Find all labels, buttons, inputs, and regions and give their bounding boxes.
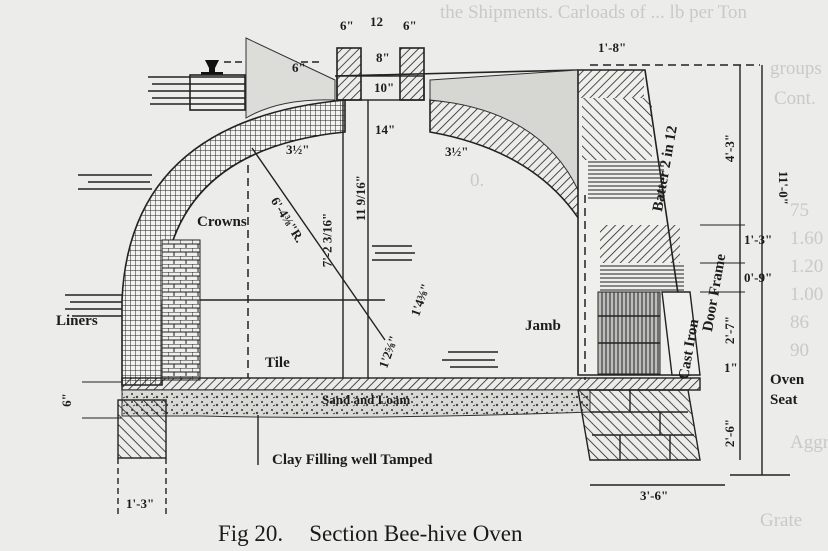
dim-upper-height: 4'-3"	[722, 133, 738, 163]
figure-caption: Fig 20. Section Bee-hive Oven	[218, 521, 549, 547]
background-bleed-fragment: 1.20	[790, 256, 824, 277]
background-bleed-fragment: Grate	[760, 510, 803, 531]
dim-arch-seg: 1'-3"	[744, 232, 773, 247]
label-oven-seat-2: Seat	[770, 392, 798, 408]
dim-trunnel-bottom: 14"	[375, 122, 396, 137]
dim-wall-top: 1'-8"	[598, 40, 627, 55]
label-tile: Tile	[265, 355, 290, 371]
label-sand-and-loam: Sand and Loam	[322, 392, 411, 407]
dim-rise-a: 7'-2 3/16"	[319, 212, 335, 268]
dim-base-height: 2'-6"	[722, 418, 738, 448]
figure-number: Fig 20.	[218, 521, 284, 546]
dim-trunnel-height: 10"	[374, 80, 395, 95]
background-bleed-fragment: Aggre	[790, 432, 828, 453]
dim-door-height: 2'-7"	[722, 315, 738, 345]
label-clay-filling: Clay Filling well Tamped	[272, 452, 433, 468]
dim-right-foundation: 3'-6"	[640, 488, 669, 503]
label-jamb: Jamb	[525, 318, 561, 334]
background-bleed-fragment: 75	[790, 200, 809, 221]
dim-crown-left: 3½"	[286, 142, 310, 157]
background-bleed-fragment: Cont.	[774, 88, 816, 109]
background-bleed-fragment: 86	[790, 312, 809, 333]
background-bleed-fragment: 1.00	[790, 284, 824, 305]
rail-icon	[201, 60, 223, 75]
dim-floor-thickness: 6"	[58, 393, 74, 407]
label-liners: Liners	[56, 313, 98, 329]
background-bleed-text: the Shipments. Carloads of ... lb per To…	[440, 2, 748, 23]
dim-crown-right: 3½"	[445, 144, 469, 159]
label-oven-seat: Oven	[770, 372, 805, 388]
background-bleed-fragment: 90	[790, 340, 809, 361]
background-bleed-fragment: 0.	[470, 170, 485, 191]
dim-rise-b: 11 9/16"	[352, 175, 368, 221]
dim-left-foundation: 1'-3"	[126, 496, 155, 511]
dim-top-opening-right: 6"	[403, 18, 417, 33]
figure-title: Section Bee-hive Oven	[309, 521, 523, 546]
dim-total-height: 11'-0"	[775, 171, 791, 205]
dim-top-left-drop: 6"	[292, 60, 306, 75]
label-crowns: Crowns	[197, 214, 247, 230]
dim-top-opening-center: 12	[370, 14, 383, 29]
background-bleed-fragment: 1.60	[790, 228, 824, 249]
dim-frame-thickness: 1"	[724, 360, 738, 375]
dim-top-opening-left: 6"	[340, 18, 354, 33]
background-bleed-fragment: groups	[770, 58, 822, 79]
brick-symbol	[65, 174, 498, 368]
dim-trunnel-depth: 8"	[376, 50, 390, 65]
dim-door-seg: 0'-9"	[744, 270, 773, 285]
